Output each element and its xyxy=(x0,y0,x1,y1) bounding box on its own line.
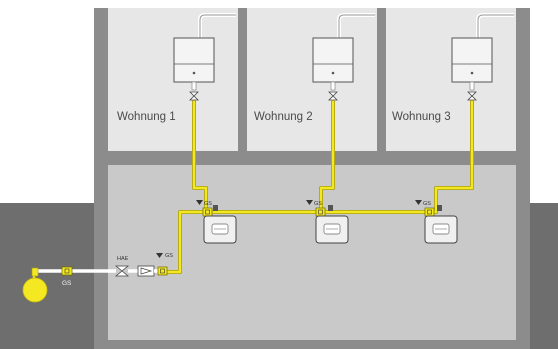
thermal-shutoff-valve-icon xyxy=(114,265,130,277)
valve-icon xyxy=(189,91,199,101)
meter-valve-3-tag: GS xyxy=(423,201,431,207)
gas-tank-icon xyxy=(22,267,48,303)
valve-icon xyxy=(328,91,338,101)
gas-valve-icon xyxy=(156,253,168,276)
main-gas-valve-label: GS xyxy=(62,280,72,287)
gas-valve-tag: GS xyxy=(165,253,173,259)
thermal-shutoff-label: HAE xyxy=(117,256,129,262)
valve-icon xyxy=(467,91,477,101)
apartment-room-2 xyxy=(247,8,377,151)
basement xyxy=(108,165,516,340)
meter-valve-2-tag: GS xyxy=(314,201,322,207)
boiler-icon xyxy=(451,13,514,91)
apartment-label-3: Wohnung 3 xyxy=(392,111,451,123)
main-gas-valve xyxy=(61,266,73,276)
gas-meter-icon xyxy=(203,205,237,244)
gas-meter-icon xyxy=(315,205,349,244)
pressure-regulator-icon xyxy=(137,265,155,277)
meter-valve-1-tag: GS xyxy=(204,201,212,207)
gas-pipe-network xyxy=(162,100,474,274)
apartment-label-1: Wohnung 1 xyxy=(117,111,176,123)
boiler-icon xyxy=(312,13,375,91)
gas-meter-icon xyxy=(424,205,458,244)
boiler-icon xyxy=(173,13,236,91)
apartment-label-2: Wohnung 2 xyxy=(254,111,313,123)
apartment-room-3 xyxy=(386,8,516,151)
apartment-room-1 xyxy=(108,8,238,151)
